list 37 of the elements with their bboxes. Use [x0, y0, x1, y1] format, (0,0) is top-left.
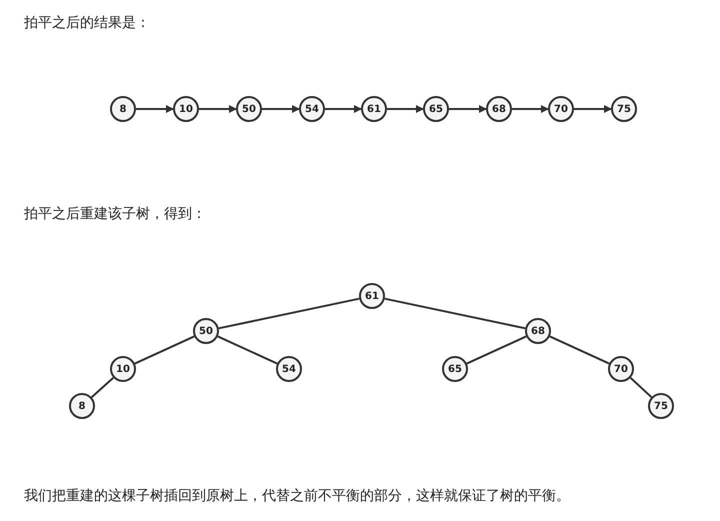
list-node-circle: 75 — [611, 96, 637, 122]
caption-text: 拍平之后重建该子树，得到： — [24, 205, 206, 223]
arrow — [449, 105, 487, 113]
list-node-circle: 54 — [299, 96, 325, 122]
arrow — [574, 105, 612, 113]
connector-line — [218, 298, 360, 330]
arrow — [262, 105, 300, 113]
tree-node-circle: 68 — [525, 318, 551, 344]
list-node-circle: 68 — [486, 96, 512, 122]
list-node-circle: 70 — [548, 96, 574, 122]
tree-node-circle: 65 — [442, 356, 468, 382]
arrow — [325, 105, 362, 113]
caption-text: 拍平之后的结果是： — [24, 14, 150, 32]
arrow — [199, 105, 237, 113]
tree-node-circle: 75 — [648, 393, 674, 419]
tree-node-circle: 61 — [359, 283, 385, 309]
arrow — [136, 105, 174, 113]
connector-line — [630, 377, 652, 398]
arrow — [387, 105, 424, 113]
list-node-circle: 65 — [423, 96, 449, 122]
tree-node-circle: 10 — [110, 356, 136, 382]
connector-line — [384, 298, 526, 330]
list-node-circle: 50 — [236, 96, 262, 122]
list-node-circle: 61 — [361, 96, 387, 122]
tree-node-circle: 54 — [276, 356, 302, 382]
connector-line — [90, 376, 114, 398]
list-node-circle: 10 — [173, 96, 199, 122]
connector-line — [549, 336, 610, 364]
tree-node-circle: 70 — [608, 356, 634, 382]
caption-text: 我们把重建的这棵子树插回到原树上，代替之前不平衡的部分，这样就保证了树的平衡。 — [24, 487, 570, 505]
arrow — [512, 105, 549, 113]
connector-line — [134, 336, 195, 364]
connector-line — [217, 336, 278, 364]
tree-node-circle: 50 — [193, 318, 219, 344]
tree-node-circle: 8 — [69, 393, 95, 419]
list-node-circle: 8 — [110, 96, 136, 122]
connector-line — [466, 336, 527, 364]
